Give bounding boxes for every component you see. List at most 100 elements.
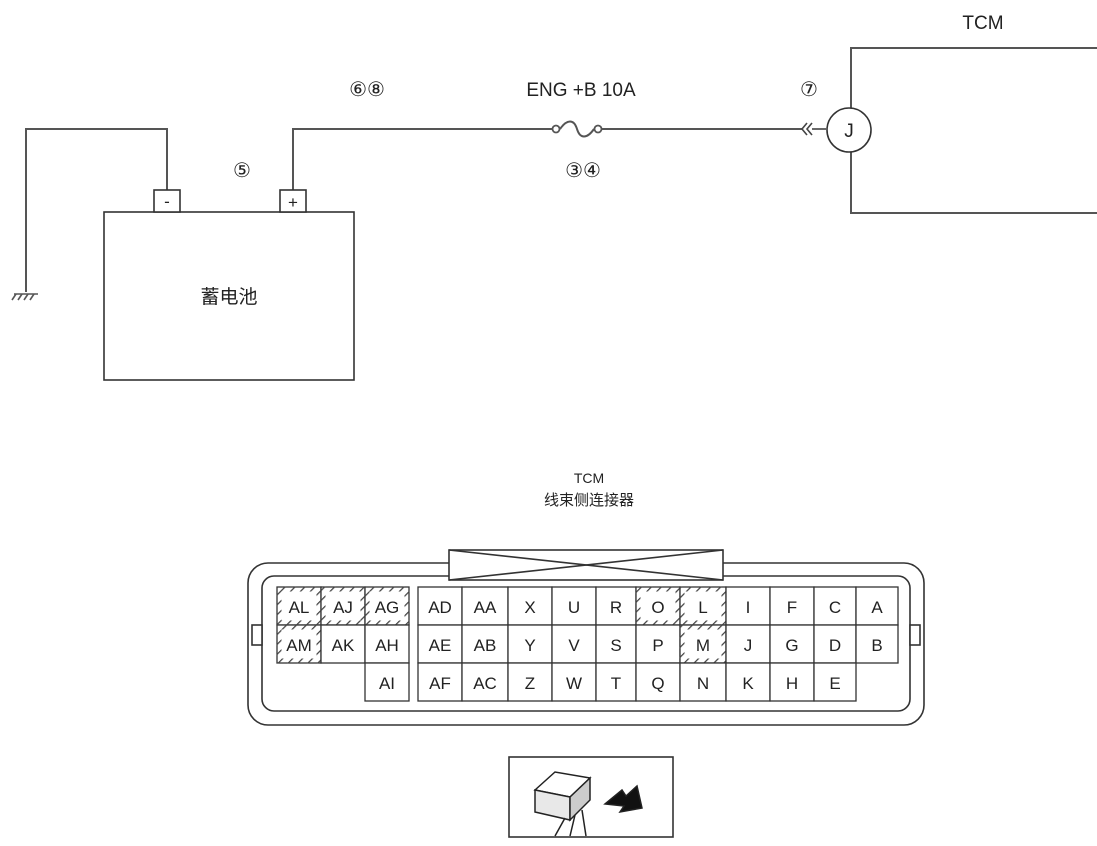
connector-pin-b: B [855,624,899,664]
pin-label: AA [474,598,497,617]
inset-frame [508,756,674,838]
pin-label: AG [375,598,400,617]
pin-label: AF [429,674,451,693]
pin-label: C [829,598,841,617]
ground-wire [25,128,168,292]
connector-pin-h: H [769,662,815,702]
power-wire [292,128,553,190]
connector-pin-j: J [725,624,771,664]
connector-title-line2: 线束侧连接器 [544,492,634,509]
pin-label: W [566,674,582,693]
connector-pin-e: E [813,662,857,702]
step-marker-fuse: ③④ [565,160,601,182]
connector-pin-ac: AC [461,662,509,702]
pin-label: B [871,636,882,655]
connector-pin-u: U [551,586,597,626]
connector-pin-t: T [595,662,637,702]
connector-pin-d: D [813,624,857,664]
pin-label: AL [289,598,310,617]
pin-label: P [652,636,663,655]
connector-pin-ae: AE [417,624,463,664]
connector-pin-r: R [595,586,637,626]
battery-negative-terminal [153,189,181,213]
connector-pin-w: W [551,662,597,702]
connector-pin-ai: AI [364,662,410,702]
connector-pin-y: Y [507,624,553,664]
connector-pin-aa: AA [461,586,509,626]
tcm-title: TCM [962,13,1003,34]
pin-label: AE [429,636,452,655]
battery-label: 蓄电池 [200,286,257,308]
connector-arrow-icon [800,122,826,136]
pin-label: AI [379,674,395,693]
connector-pin-ah: AH [364,624,410,664]
connector-pin-al: AL [276,586,322,626]
negative-terminal-label: - [164,192,170,211]
pin-label: I [746,598,751,617]
connector-pin-a: A [855,586,899,626]
tcm-box [850,47,1097,214]
pin-label: V [568,636,580,655]
connector-pin-i: I [725,586,771,626]
connector-pin-af: AF [417,662,463,702]
connector-pin-am: AM [276,624,322,664]
step-marker-battery: ⑤ [233,160,251,182]
connector-pin-ak: AK [320,624,366,664]
connector-pin-v: V [551,624,597,664]
pin-label: AK [332,636,355,655]
pin-label: Q [651,674,664,693]
connector-pin-p: P [635,624,681,664]
connector-pin-c: C [813,586,857,626]
pin-label: N [697,674,709,693]
pin-label: AD [428,598,452,617]
pin-label: R [610,598,622,617]
tcm-connector-pin [826,107,872,153]
connector-pin-ab: AB [461,624,509,664]
pin-label: L [698,598,707,617]
connector-pin-x: X [507,586,553,626]
connector-pin-s: S [595,624,637,664]
positive-terminal-label: + [288,193,298,212]
connector-probe-icon [533,771,643,837]
pin-label: AC [473,674,497,693]
connector-pin-ad: AD [417,586,463,626]
pin-label: U [568,598,580,617]
pin-label: S [610,636,621,655]
connector-pin-m: M [679,624,727,664]
connector-pin-q: Q [635,662,681,702]
fuse-icon [551,120,603,138]
pin-label: K [742,674,754,693]
pin-label: J [744,636,753,655]
pin-label: M [696,636,710,655]
pin-label: AB [474,636,497,655]
connector-lock-tab [448,549,724,581]
connector-pin-o: O [635,586,681,626]
connector-title-line1: TCM [574,470,604,486]
pin-label: H [786,674,798,693]
battery-positive-terminal [279,189,307,213]
pin-label: AH [375,636,399,655]
pin-label: Z [525,674,535,693]
connector-pin-z: Z [507,662,553,702]
connector-pins: AL AJ AG AD AA X U R O L I F C A AM AK AH AE AB Y V S P M J G D B AI… [276,586,899,702]
pin-label: A [871,598,883,617]
pin-label: T [611,674,621,693]
connector-pin-aj: AJ [320,586,366,626]
pin-label: E [829,674,840,693]
pin-label: X [524,598,535,617]
pin-label: D [829,636,841,655]
connector-pin-ag: AG [364,586,410,626]
pin-label: G [785,636,798,655]
pin-label: AM [286,636,312,655]
step-marker-wire: ⑥⑧ [349,79,385,101]
connector-pin-g: G [769,624,815,664]
pin-label: Y [524,636,535,655]
fuse-label: ENG +B 10A [526,80,636,101]
pin-label: O [651,598,664,617]
pin-label: F [787,598,797,617]
ground-icon [11,293,38,301]
battery-box [103,211,355,381]
step-marker-tcm: ⑦ [800,79,818,101]
tcm-pin-label: J [844,121,854,142]
